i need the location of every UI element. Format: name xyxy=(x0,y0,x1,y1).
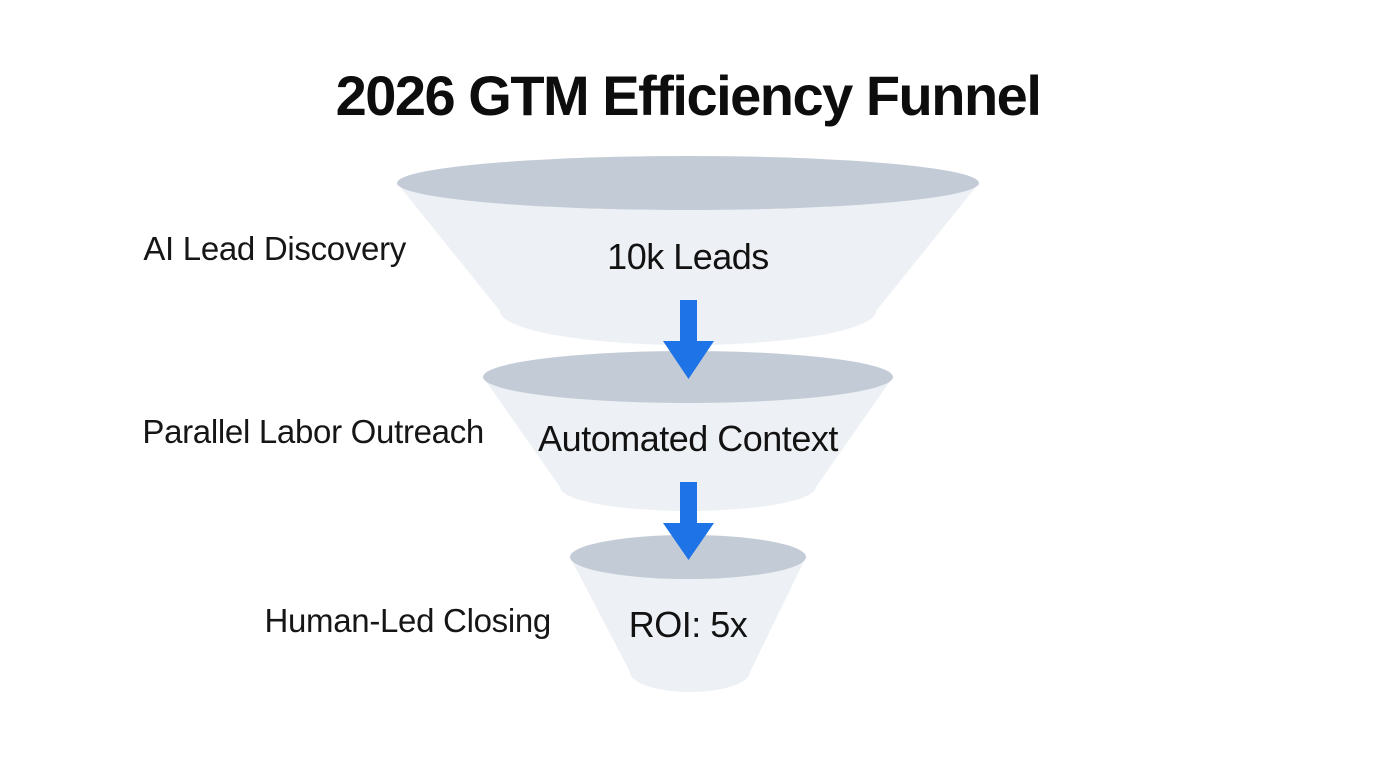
page-title: 2026 GTM Efficiency Funnel xyxy=(335,64,1042,127)
down-arrow-icon xyxy=(663,482,714,560)
funnel-stage-3-body xyxy=(570,557,806,692)
down-arrow-icon xyxy=(663,300,714,379)
funnel-stage-2-body xyxy=(483,377,893,511)
stage-value-leads: 10k Leads xyxy=(607,236,769,277)
stage-value-roi: ROI: 5x xyxy=(628,604,748,645)
stage-label-human-led-closing: Human-Led Closing xyxy=(264,602,551,639)
funnel-stage-3-shape xyxy=(570,535,806,692)
funnel-stage-2-shape xyxy=(483,351,893,511)
stage-label-parallel-labor-outreach: Parallel Labor Outreach xyxy=(142,413,484,450)
funnel-stage-1-rim xyxy=(397,156,979,210)
stage-label-ai-lead-discovery: AI Lead Discovery xyxy=(143,230,406,267)
stage-value-automated-context: Automated Context xyxy=(538,418,838,459)
funnel-stage-1-body xyxy=(397,183,979,345)
funnel-stage-1-shape xyxy=(397,156,979,345)
